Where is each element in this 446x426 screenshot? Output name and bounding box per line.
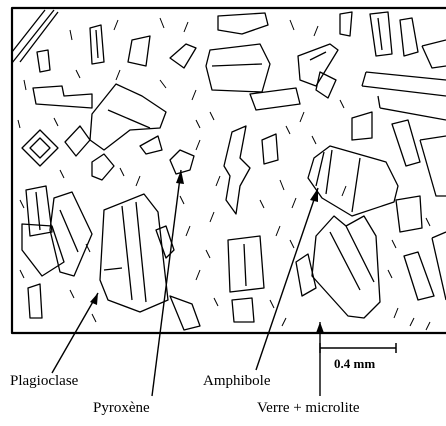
thin-section-frame — [12, 8, 446, 333]
crystal — [224, 126, 250, 214]
crystal — [400, 18, 418, 56]
label-verre-microlite: Verre + microlite — [257, 400, 360, 417]
crystal — [218, 13, 268, 34]
crystal — [316, 72, 336, 98]
amphibole-crystal — [308, 146, 398, 216]
crystal — [170, 44, 196, 68]
crystal — [92, 154, 114, 180]
crystal — [90, 25, 104, 64]
pyroxene-pointer — [152, 170, 181, 396]
crystal — [420, 136, 446, 196]
crystal — [392, 120, 420, 166]
crystal — [26, 186, 52, 236]
crystal — [140, 136, 162, 154]
crystal — [352, 112, 372, 140]
crystal — [370, 12, 392, 56]
crystal — [232, 298, 254, 322]
crystal — [422, 40, 446, 68]
scale-bar — [320, 343, 396, 353]
amphibole-pointer — [256, 188, 318, 370]
crystal — [22, 130, 58, 166]
pointer-lines — [52, 170, 320, 396]
label-plagioclase: Plagioclase — [10, 373, 78, 390]
crystal — [50, 192, 92, 276]
crystal — [33, 86, 92, 108]
crystal — [362, 72, 446, 120]
crystal — [128, 36, 150, 66]
crystal — [396, 196, 422, 232]
crystal — [28, 284, 42, 318]
crystal — [404, 252, 434, 300]
scale-label: 0.4 mm — [334, 356, 375, 372]
crystal — [262, 134, 278, 164]
pyroxene-crystal — [170, 150, 194, 174]
microlites — [18, 18, 430, 330]
plagioclase-crystal — [100, 194, 168, 312]
crystal — [312, 216, 380, 318]
corner-crystal — [12, 10, 58, 63]
crystal — [65, 126, 90, 156]
crystal — [170, 296, 200, 330]
crystal-outlines — [22, 12, 446, 330]
label-amphibole: Amphibole — [203, 373, 271, 390]
label-pyroxene: Pyroxène — [93, 400, 150, 417]
crystal — [90, 84, 166, 150]
crystal — [432, 232, 446, 300]
crystal — [206, 44, 270, 92]
crystal — [228, 236, 264, 292]
crystal — [340, 12, 352, 36]
crystal — [37, 50, 50, 72]
crystal — [22, 224, 64, 276]
